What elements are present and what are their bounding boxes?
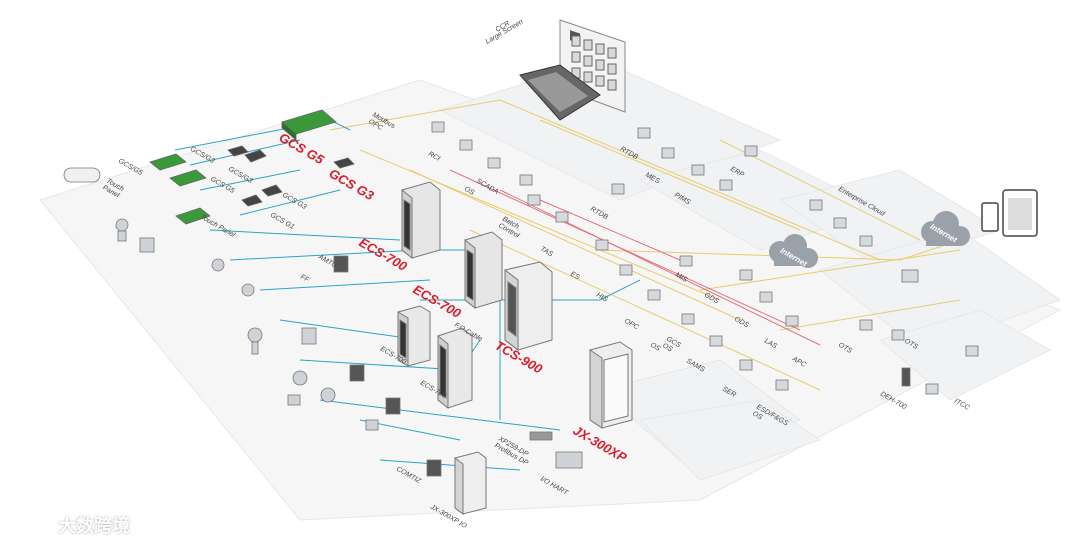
- cabinet-tcs900: [437, 327, 473, 410]
- cabinet-jx300xp-io: [454, 451, 487, 515]
- cabinet-ecs700-1: [401, 181, 441, 260]
- cabinet-ecs700-3: [504, 261, 553, 352]
- phone-icon: [981, 202, 999, 232]
- field-devices: [63, 167, 583, 477]
- workstations: [431, 121, 979, 395]
- label: FF: [299, 274, 311, 285]
- cabinets: [397, 181, 633, 515]
- watermark-text: 大数跨境: [58, 516, 130, 537]
- internet-cloud-icon: Internet: [769, 234, 818, 269]
- mobile-devices: [981, 189, 1038, 237]
- label: ES: [569, 271, 581, 282]
- yellow-network-lines: [329, 99, 961, 391]
- red-network-lines: [449, 169, 821, 346]
- label: OS: [463, 186, 476, 197]
- internet-cloud-icon: Internet: [921, 211, 970, 246]
- watermark: 大数跨境: [10, 512, 130, 538]
- label: OS: [649, 342, 662, 353]
- cabinet-jx300xp: [589, 341, 633, 429]
- label: ITCC: [953, 398, 971, 413]
- cabinet-ecs700-2: [464, 231, 503, 310]
- watermark-logo-icon: [10, 517, 54, 533]
- cabinet-ecs700-small: [397, 305, 431, 367]
- plc-modules: [149, 109, 355, 225]
